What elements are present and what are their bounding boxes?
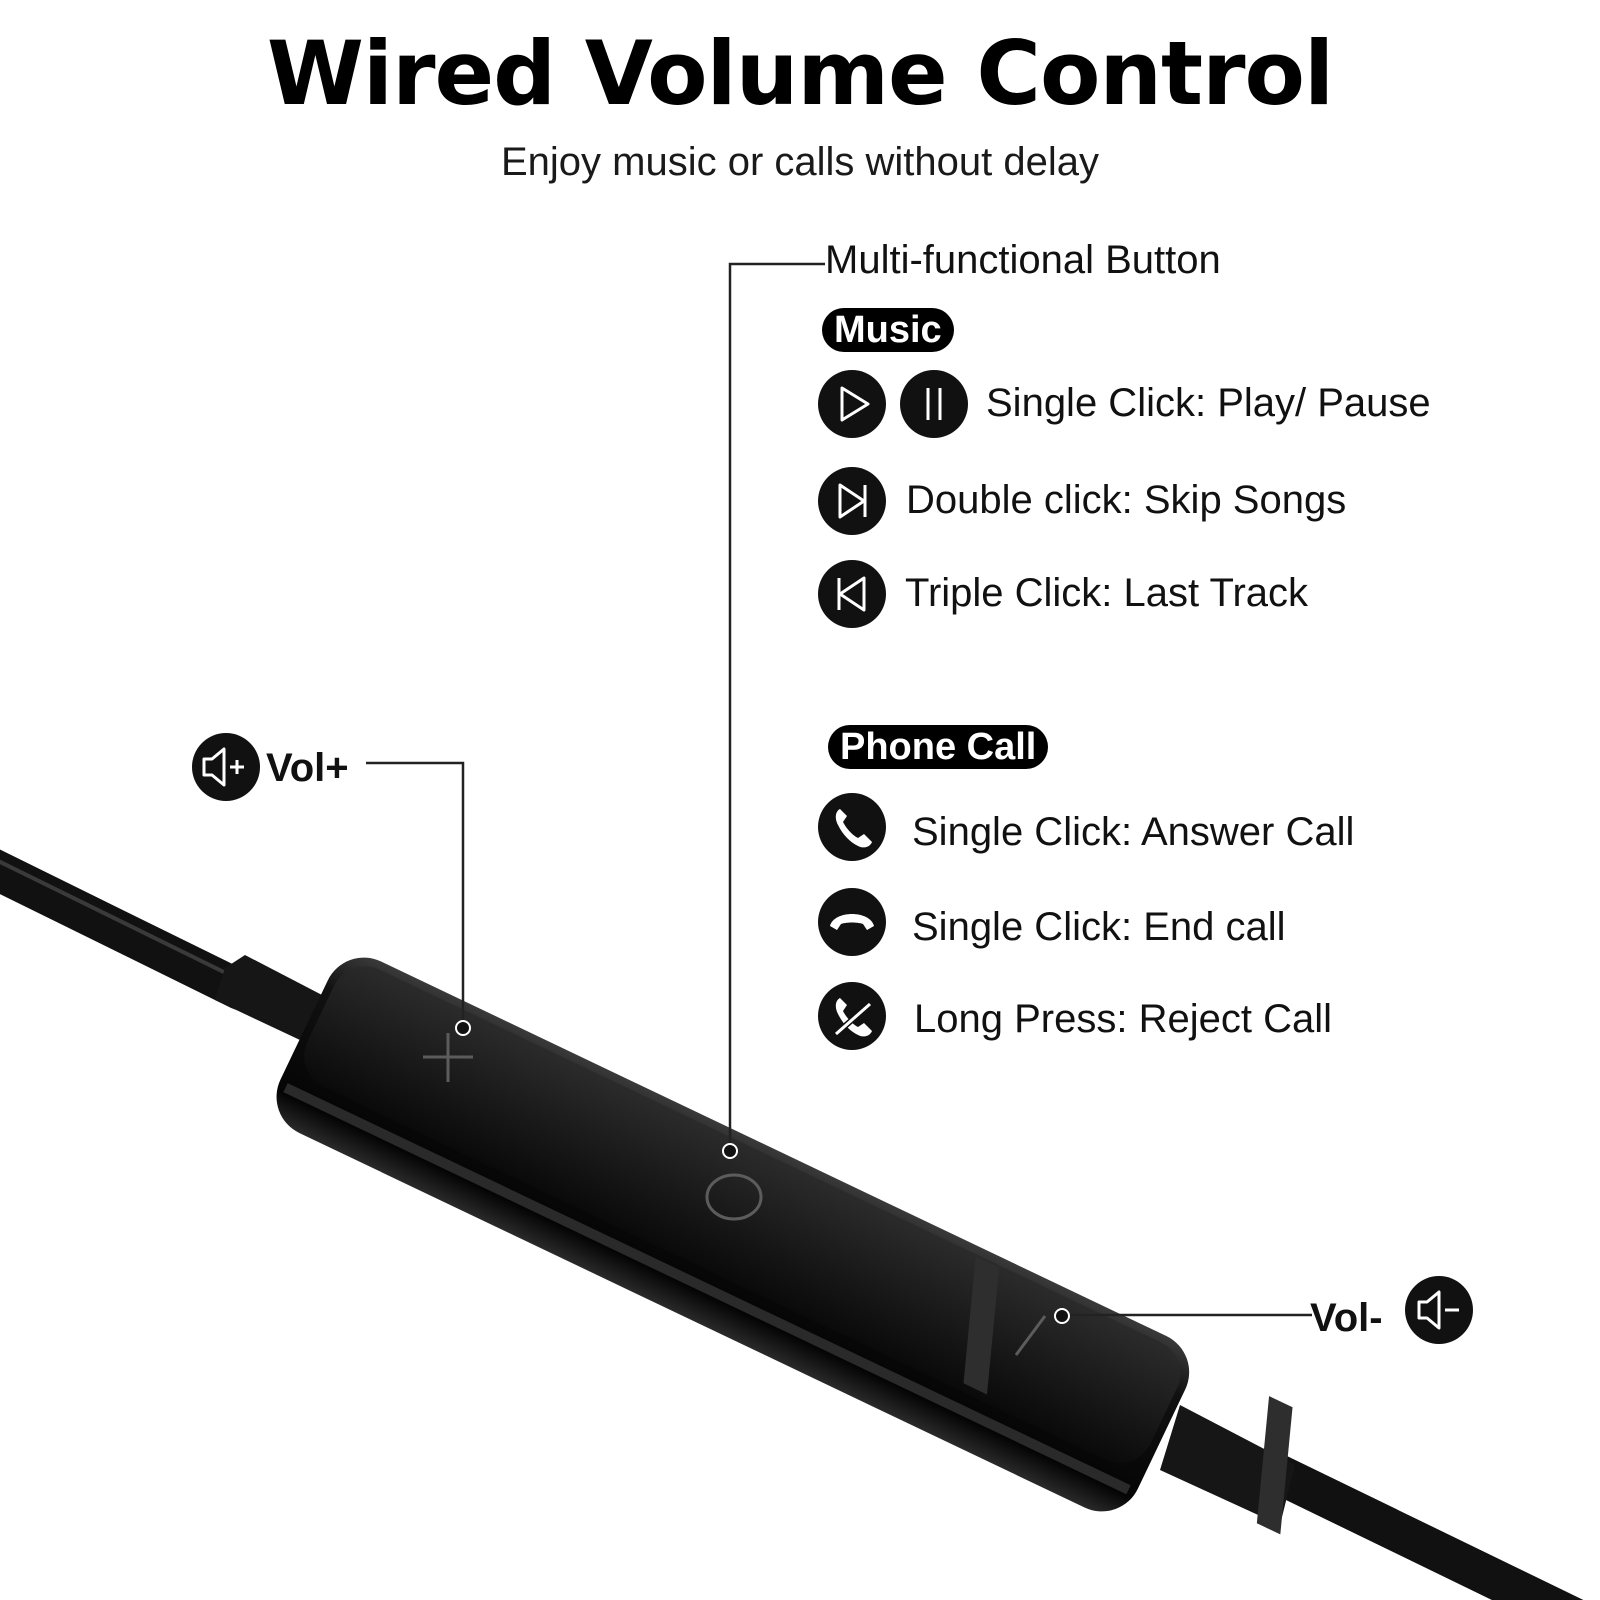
music-item-last-track: Triple Click: Last Track <box>905 571 1309 615</box>
pause-icon <box>900 370 968 438</box>
plus-marking <box>423 1033 473 1082</box>
phone-item-answer: Single Click: Answer Call <box>912 810 1355 854</box>
phone-item-end: Single Click: End call <box>912 905 1286 949</box>
phone-answer-icon <box>818 793 886 861</box>
phone-end-icon <box>818 888 886 956</box>
skip-back-icon <box>818 560 886 628</box>
music-tag: Music <box>822 308 954 352</box>
phone-reject-icon <box>818 982 886 1050</box>
callout-dots <box>455 1020 1070 1324</box>
music-item-skip: Double click: Skip Songs <box>906 478 1347 522</box>
music-item-play-pause: Single Click: Play/ Pause <box>986 381 1431 425</box>
cable-left <box>0 849 322 1040</box>
vol-up-label: Vol+ <box>266 746 349 790</box>
speaker-minus-icon <box>1405 1276 1473 1344</box>
phone-item-reject: Long Press: Reject Call <box>914 997 1332 1041</box>
page-title: Wired Volume Control <box>266 22 1334 125</box>
callout-lines <box>366 262 1312 1317</box>
remote-body <box>276 957 1293 1535</box>
page-subtitle: Enjoy music or calls without delay <box>500 140 1100 184</box>
vol-down-label: Vol- <box>1310 1296 1383 1340</box>
multifunction-button-label: Multi-functional Button <box>825 238 1221 282</box>
cable-right <box>1160 1405 1584 1600</box>
center-button-marking <box>705 1173 763 1221</box>
minus-marking <box>1014 1315 1047 1356</box>
play-icon <box>818 370 886 438</box>
phone-call-tag: Phone Call <box>828 725 1049 769</box>
speaker-plus-icon <box>192 733 260 801</box>
skip-forward-icon <box>818 467 886 535</box>
